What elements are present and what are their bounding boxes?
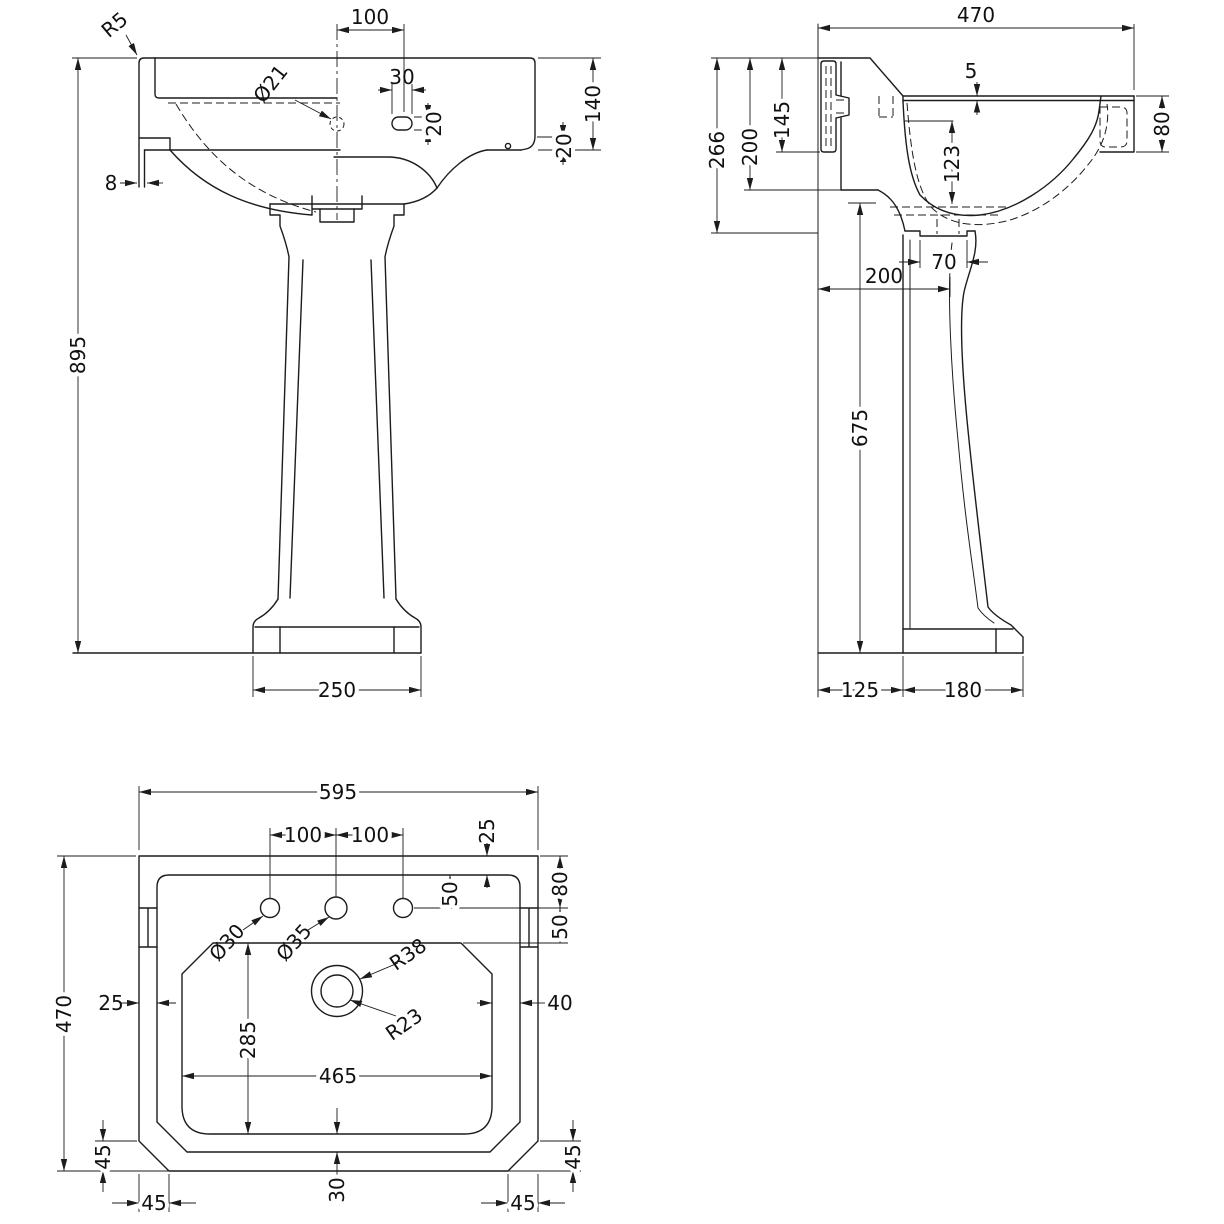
side-skirt: [877, 189, 906, 232]
dim-label-plan-465: 465: [319, 1064, 357, 1088]
dim-label-plan-45-right-v: 45: [561, 1144, 585, 1169]
dim-label-side-5: 5: [965, 59, 978, 83]
dim-label-plan-470: 470: [52, 995, 76, 1033]
dim-label-side-675: 675: [848, 409, 872, 447]
dim-label-front-8: 8: [105, 171, 118, 195]
front-basin-silhouette: [138, 57, 536, 188]
plan-drain-recess: [310, 964, 364, 1018]
side-rim-cavity-hidden: [1099, 106, 1128, 148]
plan-tap-hole-center: [324, 896, 348, 920]
dim-label-plan-100b: 100: [351, 823, 389, 847]
front-fixing-hole: [504, 142, 512, 150]
dim-label-plan-50-rim: 50: [438, 881, 462, 906]
plan-inner-rim: [156, 874, 521, 1153]
front-underside-to-collar: [403, 187, 438, 205]
front-dimension-lines: [72, 24, 601, 697]
dim-label-plan-r23: R23: [381, 1003, 427, 1045]
front-bowl-underside-left: [169, 149, 313, 216]
side-bowl-outer-hidden: [906, 102, 1109, 226]
front-drain-inner: [319, 208, 355, 223]
side-tap-hole-hidden: [878, 96, 894, 118]
dim-label-plan-r38: R38: [385, 933, 431, 975]
dim-label-plan-595: 595: [319, 780, 357, 804]
side-hidden-lines: [825, 66, 1128, 234]
plan-outline: [138, 855, 539, 1172]
front-overflow-slot: [391, 116, 413, 131]
dim-label-side-266: 266: [705, 131, 729, 169]
front-shaft-inner-left: [289, 259, 304, 599]
side-trap-bottom: [904, 230, 976, 237]
dim-label-front-30: 30: [389, 65, 414, 89]
front-underside-right: [436, 149, 488, 189]
side-pedestal-front-inner: [949, 242, 995, 624]
front-shaft-inner-right: [370, 259, 385, 599]
front-base-right: [395, 598, 422, 654]
dim-label-side-125: 125: [841, 678, 879, 702]
plan-view: 595 100 100 25 50 80 50 Ø30 Ø35 R38 R23 …: [48, 776, 589, 1219]
plan-outer-rim: [138, 855, 539, 1172]
front-outline: [72, 57, 536, 654]
dim-label-side-470: 470: [957, 3, 995, 27]
dim-label-plan-50-right: 50: [548, 914, 572, 939]
dim-label-front-895: 895: [66, 336, 90, 374]
side-front-face: [1099, 95, 1135, 153]
dim-label-side-123: 123: [940, 145, 964, 183]
dim-label-plan-100a: 100: [284, 823, 322, 847]
dim-label-side-180: 180: [944, 678, 982, 702]
front-bowl-belly: [333, 156, 438, 189]
dim-label-front-dia21: Ø21: [248, 60, 292, 107]
dim-label-front-250: 250: [318, 678, 356, 702]
front-collar-right: [384, 203, 405, 600]
plan-tap-hole-left: [259, 897, 281, 919]
side-trap-hidden: [890, 206, 1008, 216]
dim-label-side-80: 80: [1150, 111, 1174, 136]
dim-label-plan-80-right: 80: [548, 871, 572, 896]
side-view: 470 5 145 200 266 123 80 70 200 675 125 …: [701, 3, 1178, 706]
dim-label-plan-30-bottom: 30: [325, 1177, 349, 1202]
side-bracket-slot: [825, 66, 846, 147]
plan-right-tab: [519, 907, 539, 948]
side-dimension-lines: [711, 24, 1169, 697]
dim-label-front-140: 140: [581, 85, 605, 123]
dim-label-plan-25-left: 25: [98, 991, 123, 1015]
dim-label-front-20-edge: 20: [552, 133, 576, 158]
dim-label-side-145: 145: [770, 101, 794, 139]
plan-tap-hole-right: [392, 897, 414, 919]
front-back-ledge: [154, 57, 338, 99]
side-bowl-inner: [902, 95, 1102, 217]
dim-label-plan-25-top: 25: [475, 818, 499, 843]
dim-label-front-100: 100: [351, 5, 389, 29]
front-hidden-bowl: [175, 103, 317, 213]
front-left-step: [138, 137, 171, 151]
plan-drain-hole: [320, 974, 354, 1008]
side-pedestal-front: [960, 230, 1014, 628]
front-tap-hole-hidden: [329, 116, 345, 132]
dim-label-plan-45-right-h: 45: [510, 1191, 535, 1215]
side-outline: [817, 23, 1135, 698]
side-drain-hidden: [936, 219, 960, 234]
plan-dimension-lines: [57, 786, 581, 1212]
dim-label-plan-40-right: 40: [547, 991, 572, 1015]
plan-bowl-opening: [181, 942, 493, 1135]
side-bracket-column: [820, 60, 850, 153]
dim-label-front-20-slot: 20: [422, 111, 446, 136]
front-collar-left: [269, 203, 290, 600]
dim-label-plan-45-left-h: 45: [141, 1191, 166, 1215]
dim-label-plan-45-left-v: 45: [91, 1144, 115, 1169]
dim-label-side-70: 70: [931, 250, 956, 274]
plan-left-tab: [138, 907, 158, 948]
front-hidden-lines: [168, 102, 345, 213]
side-basin-top: [817, 57, 904, 97]
dim-label-side-200-back: 200: [738, 128, 762, 166]
dim-label-plan-dia35: Ø35: [271, 919, 316, 966]
side-base-corner: [1012, 626, 1024, 654]
dim-label-side-200-mid: 200: [865, 264, 903, 288]
front-base-left: [252, 598, 279, 654]
dim-label-plan-dia30: Ø30: [204, 919, 249, 966]
front-view: R5 895 100 Ø21 30 20 140 20 8 250: [62, 5, 609, 706]
dim-label-plan-285: 285: [236, 1021, 260, 1059]
